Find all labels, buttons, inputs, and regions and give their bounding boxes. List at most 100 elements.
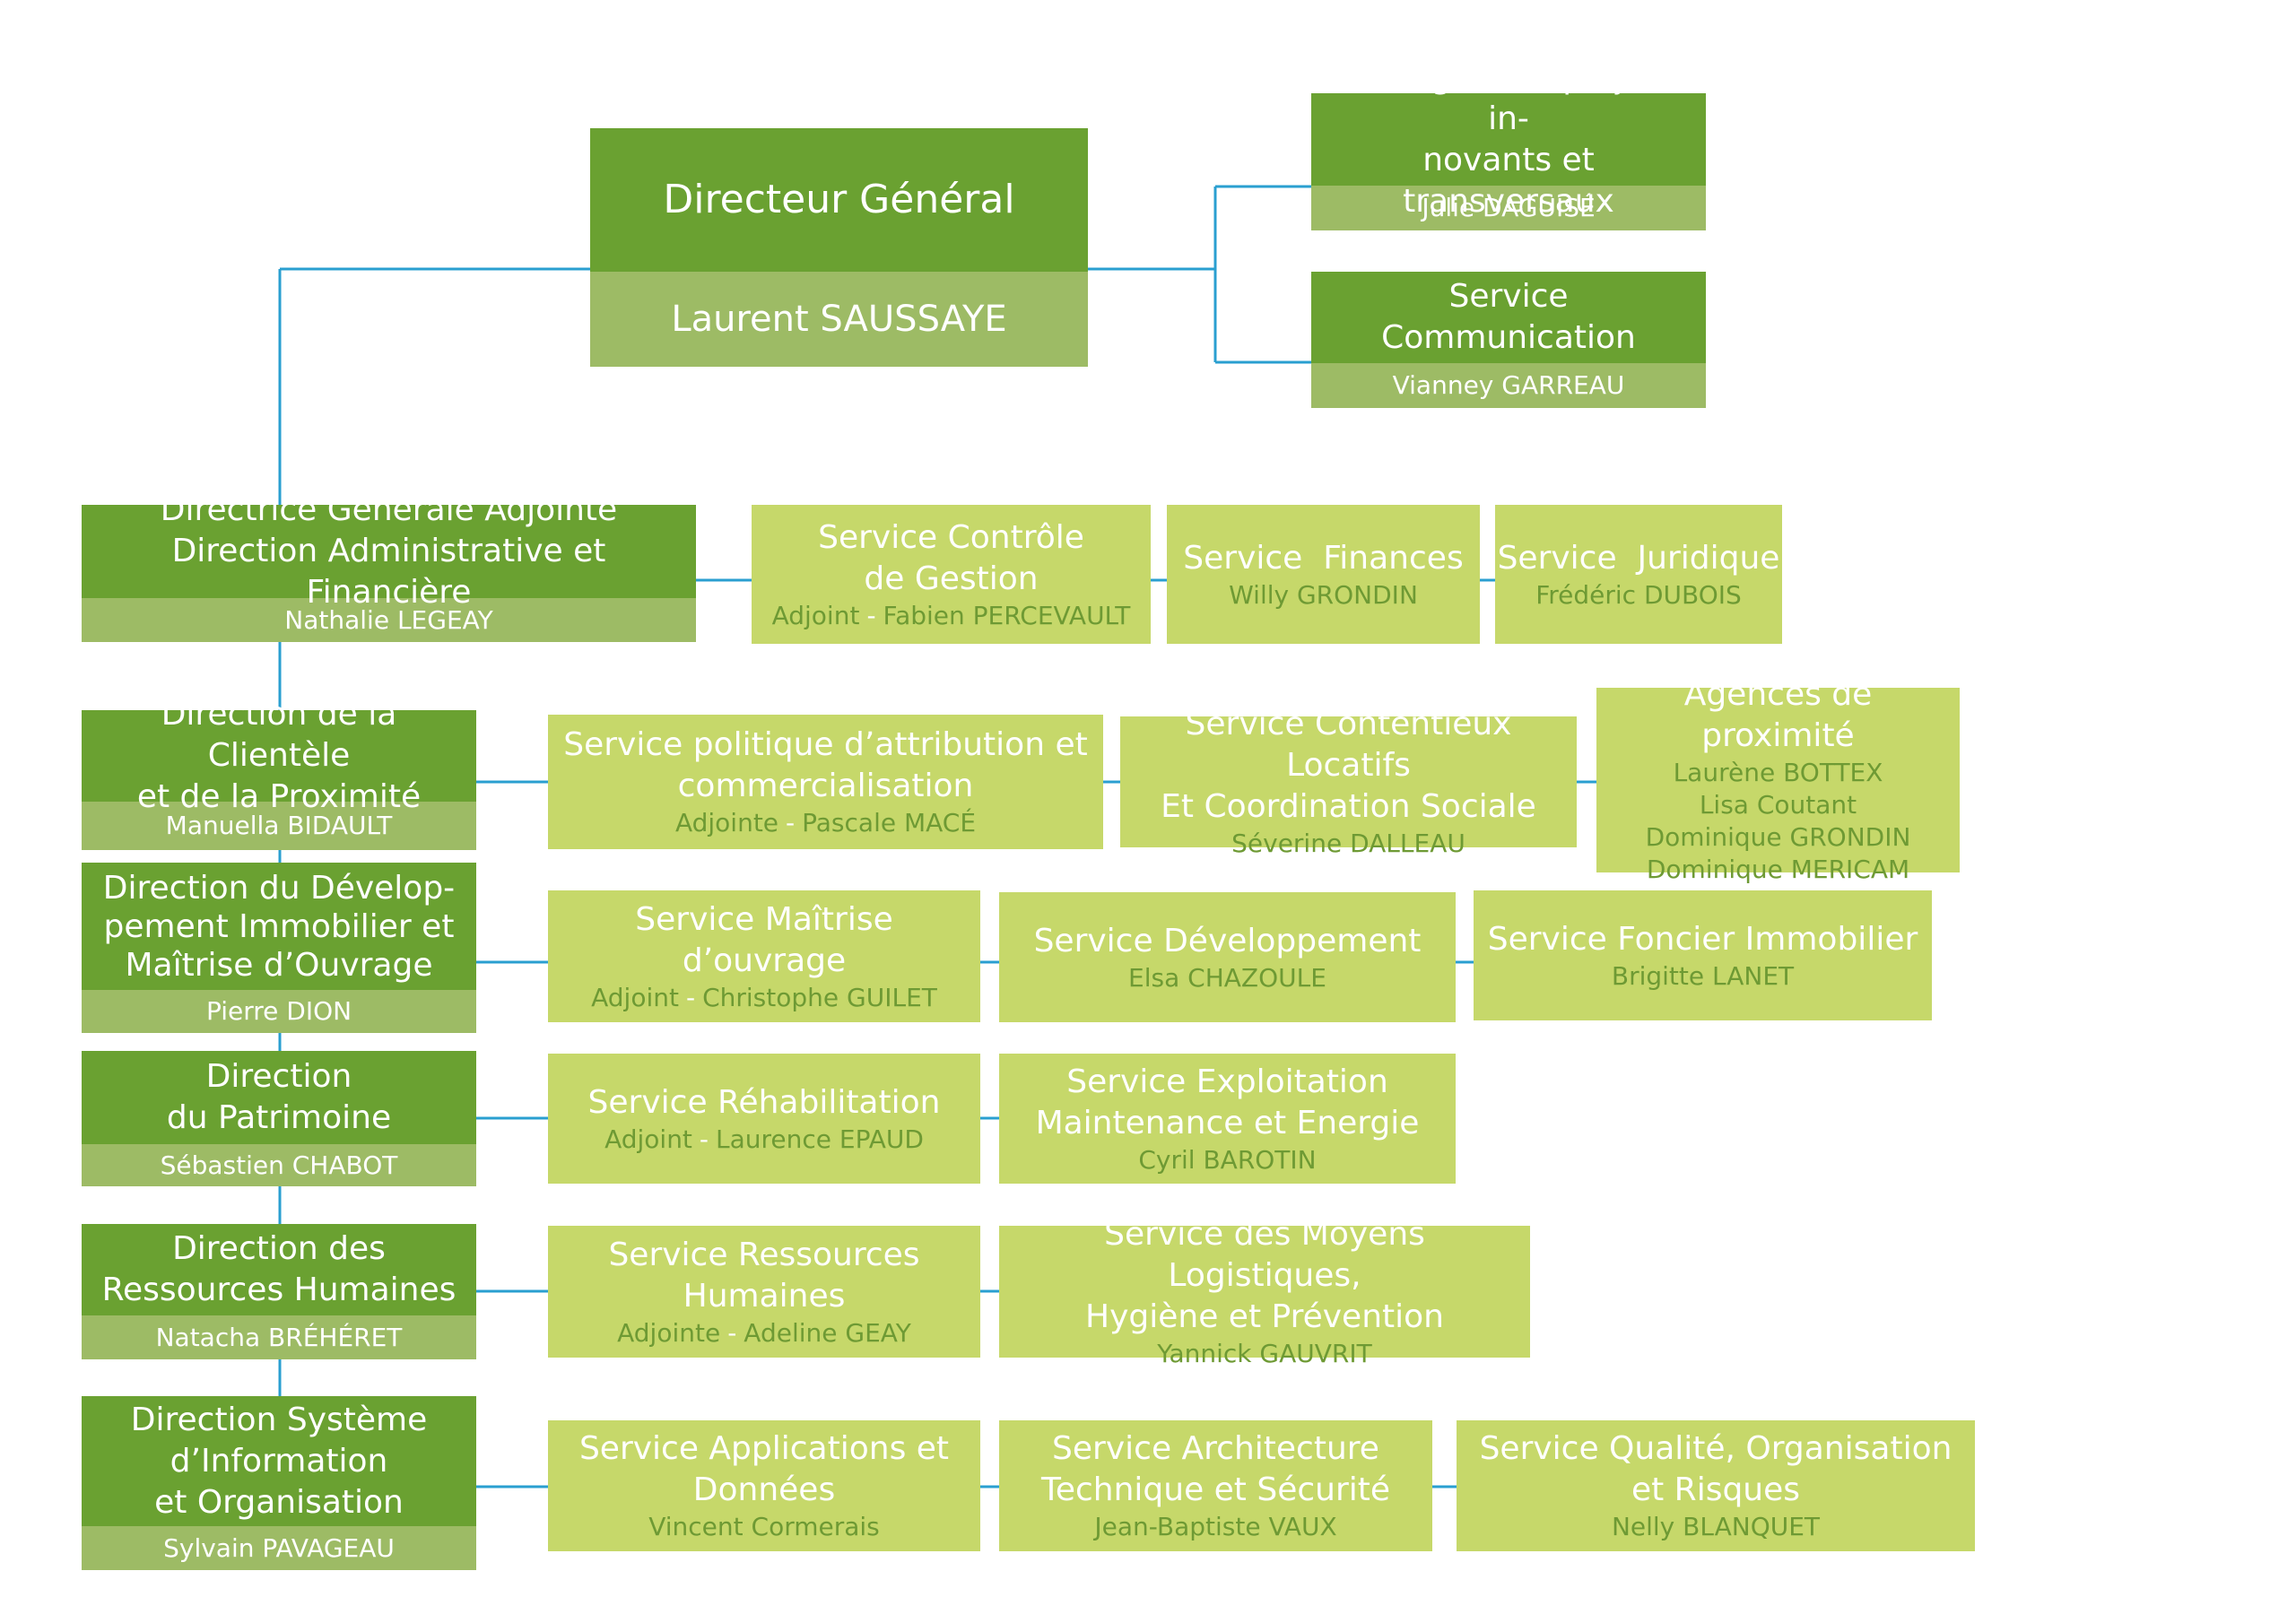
service-title-line: Service Réhabilitation bbox=[587, 1083, 941, 1121]
staff-title: Manager des projets in- novants et trans… bbox=[1311, 59, 1706, 220]
service-separator: - bbox=[699, 1124, 709, 1154]
direction-box-dga: Directrice Générale Adjointe Direction A… bbox=[82, 491, 696, 642]
service-person: Laurène BOTTEX bbox=[1673, 758, 1883, 787]
direction-title-line: et Organisation bbox=[154, 1483, 404, 1521]
service-box-controle-gestion: Service Contrôle de Gestion Adjoint-Fabi… bbox=[752, 505, 1151, 644]
direction-name: Nathalie LEGEAY bbox=[82, 598, 696, 642]
service-box-attribution: Service politique d’attribution et comme… bbox=[548, 715, 1103, 849]
service-person: Dominique GRONDIN bbox=[1645, 822, 1911, 852]
direction-title-line: Direction Système bbox=[130, 1401, 428, 1438]
direction-box-developpement: Direction du Dévelop- pement Immobilier … bbox=[82, 863, 476, 1033]
service-title-line: Service Qualité, Organisation bbox=[1479, 1430, 1952, 1467]
direction-name: Natacha BRÉHÉRET bbox=[82, 1315, 476, 1359]
service-role: Adjoint bbox=[771, 600, 860, 630]
service-box-developpement: Service Développement Elsa CHAZOULE bbox=[999, 892, 1456, 1022]
service-person: Dominique MERICAM bbox=[1646, 855, 1910, 884]
service-role: Adjoint bbox=[591, 982, 679, 1012]
staff-title: Service Communication bbox=[1311, 272, 1706, 363]
service-person: Adjointe-Adeline GEAY bbox=[617, 1317, 911, 1350]
service-box-agences: Agences de proximité Laurène BOTTEX Lisa… bbox=[1596, 676, 1960, 884]
service-role: Adjoint bbox=[604, 1124, 692, 1154]
staff-box-communication: Service Communication Vianney GARREAU bbox=[1311, 272, 1706, 408]
service-title-line: Service Ressources bbox=[608, 1236, 920, 1273]
service-person-name: Pascale MACÉ bbox=[802, 808, 977, 838]
service-box-rh: Service Ressources Humaines Adjointe-Ade… bbox=[548, 1226, 980, 1358]
service-title-line: Service Finances bbox=[1183, 539, 1464, 577]
direction-name: Sylvain PAVAGEAU bbox=[82, 1526, 476, 1570]
staff-name: Julie DAGUISÉ bbox=[1311, 186, 1706, 230]
service-title-line: Agences de proximité bbox=[1683, 676, 1873, 754]
service-title-line: Service des Moyens Logistiques, bbox=[1104, 1215, 1425, 1294]
service-title-line: Service Maîtrise d’ouvrage bbox=[635, 900, 893, 979]
service-role: Adjointe bbox=[674, 808, 779, 838]
service-title-line: Service Architecture bbox=[1052, 1430, 1379, 1467]
service-person: Elsa CHAZOULE bbox=[1128, 962, 1326, 993]
staff-name: Vianney GARREAU bbox=[1311, 363, 1706, 408]
direction-title-line: Direction Administrative et Financière bbox=[171, 533, 606, 611]
service-title-line: Service Exploitation bbox=[1066, 1063, 1388, 1100]
direction-title: Directrice Générale Adjointe Direction A… bbox=[82, 491, 696, 611]
service-box-exploitation: Service Exploitation Maintenance et Ener… bbox=[999, 1054, 1456, 1184]
direction-title: Direction Système d’Information et Organ… bbox=[82, 1396, 476, 1526]
service-title-line: Service Applications et bbox=[578, 1430, 950, 1467]
direction-title-line: Maîtrise d’Ouvrage bbox=[125, 946, 433, 984]
service-box-architecture: Service Architecture Technique et Sécuri… bbox=[999, 1420, 1432, 1551]
service-person: Vincent Cormerais bbox=[648, 1512, 880, 1541]
direction-title: Direction des Ressources Humaines bbox=[82, 1224, 476, 1315]
direction-title-line: Ressources Humaines bbox=[101, 1271, 457, 1308]
direction-title: Direction de la Clientèle et de la Proxi… bbox=[82, 696, 476, 815]
director-general-box: Directeur Général Laurent SAUSSAYE bbox=[590, 128, 1088, 367]
service-person: Adjoint-Laurence EPAUD bbox=[604, 1124, 924, 1156]
direction-name: Manuella BIDAULT bbox=[82, 802, 476, 850]
service-box-moyens-logistiques: Service des Moyens Logistiques, Hygiène … bbox=[999, 1216, 1530, 1368]
direction-title-line: Direction du Dévelop- bbox=[102, 869, 456, 907]
staff-title-line: Service Communication bbox=[1381, 278, 1636, 356]
service-person: Jean-Baptiste VAUX bbox=[1094, 1512, 1337, 1541]
direction-title-line: Directrice Générale Adjointe bbox=[160, 491, 618, 528]
service-person-name: Laurence EPAUD bbox=[716, 1124, 924, 1154]
service-role: Adjointe bbox=[617, 1317, 721, 1348]
direction-title: Direction du Patrimoine bbox=[82, 1051, 476, 1144]
service-title-line: et Risques bbox=[1631, 1471, 1801, 1508]
direction-box-rh: Direction des Ressources Humaines Natach… bbox=[82, 1224, 476, 1359]
service-person: Frédéric DUBOIS bbox=[1535, 579, 1742, 610]
service-title-line: Technique et Sécurité bbox=[1040, 1471, 1391, 1508]
service-separator: - bbox=[727, 1317, 737, 1348]
service-person: Adjoint-Christophe GUILET bbox=[591, 982, 937, 1014]
service-person-name: Fabien PERCEVAULT bbox=[883, 600, 1131, 630]
service-person: Yannick GAUVRIT bbox=[1157, 1338, 1372, 1368]
direction-name: Sébastien CHABOT bbox=[82, 1144, 476, 1186]
direction-title-line: et de la Proximité bbox=[136, 778, 422, 815]
service-person-name: Adeline GEAY bbox=[744, 1317, 911, 1348]
service-person: Lisa Coutant bbox=[1699, 790, 1857, 820]
service-title-line: Service Développement bbox=[1033, 922, 1422, 959]
service-box-foncier: Service Foncier Immobilier Brigitte LANE… bbox=[1474, 890, 1932, 1020]
direction-title-line: pement Immobilier et bbox=[103, 907, 455, 945]
direction-title-line: d’Information bbox=[170, 1442, 388, 1480]
service-box-maitrise-ouvrage: Service Maîtrise d’ouvrage Adjoint-Chris… bbox=[548, 890, 980, 1022]
direction-title-line: Direction bbox=[205, 1058, 352, 1095]
service-separator: - bbox=[685, 982, 696, 1012]
direction-box-patrimoine: Direction du Patrimoine Sébastien CHABOT bbox=[82, 1051, 476, 1186]
service-person-name: Christophe GUILET bbox=[702, 982, 937, 1012]
direction-title-line: Direction des bbox=[172, 1230, 386, 1267]
service-box-rehabilitation: Service Réhabilitation Adjoint-Laurence … bbox=[548, 1054, 980, 1184]
service-person: Séverine DALLEAU bbox=[1231, 829, 1465, 858]
service-separator: - bbox=[786, 808, 796, 838]
service-person: Willy GRONDIN bbox=[1229, 579, 1418, 610]
service-box-contentieux: Service Contentieux Locatifs Et Coordina… bbox=[1120, 706, 1577, 858]
service-title-line: Service Juridique bbox=[1497, 539, 1780, 577]
staff-box-projects: Manager des projets in- novants et trans… bbox=[1311, 59, 1706, 230]
service-title-line: Service politique d’attribution et bbox=[563, 726, 1088, 763]
direction-title: Direction du Dévelop- pement Immobilier … bbox=[82, 863, 476, 990]
service-title-line: Données bbox=[692, 1471, 836, 1508]
service-title-line: de Gestion bbox=[864, 560, 1039, 597]
service-title-line: Maintenance et Energie bbox=[1035, 1104, 1420, 1141]
service-box-juridique: Service Juridique Frédéric DUBOIS bbox=[1495, 505, 1782, 644]
direction-name: Pierre DION bbox=[82, 990, 476, 1033]
direction-box-si: Direction Système d’Information et Organ… bbox=[82, 1396, 476, 1570]
service-title-line: Service Contentieux Locatifs bbox=[1185, 706, 1512, 784]
direction-box-clientele: Direction de la Clientèle et de la Proxi… bbox=[82, 696, 476, 850]
director-name: Laurent SAUSSAYE bbox=[590, 272, 1088, 367]
